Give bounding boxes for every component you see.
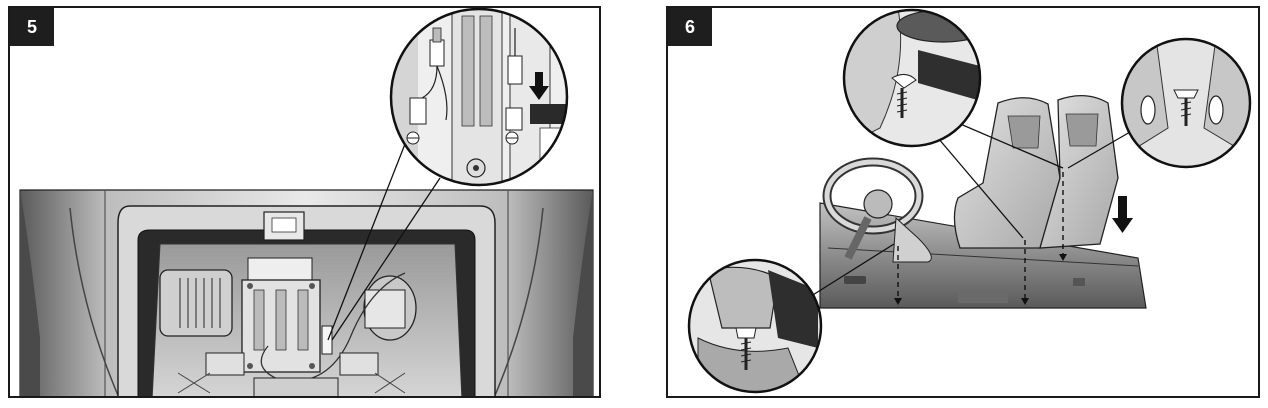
magnified-detail — [389, 8, 569, 187]
leader-lines — [807, 122, 1131, 299]
seat — [953, 95, 1119, 249]
magnified-detail-seat-back — [1120, 37, 1252, 169]
down-arrow-icon — [1112, 196, 1133, 233]
step-6-panel: 6 — [666, 6, 1260, 398]
step-6-illustration — [687, 8, 1252, 394]
magnified-detail-dashboard — [842, 8, 982, 148]
steering-wheel — [822, 157, 932, 263]
leader-lines — [327, 143, 441, 341]
magnified-detail-steering-mount — [687, 258, 823, 394]
step-number: 6 — [668, 8, 712, 46]
drop-guides — [897, 172, 1064, 298]
step-5-panel: 5 — [8, 6, 601, 398]
step-5-illustration — [19, 8, 594, 396]
step-number: 5 — [10, 8, 54, 46]
car-body — [19, 189, 594, 396]
